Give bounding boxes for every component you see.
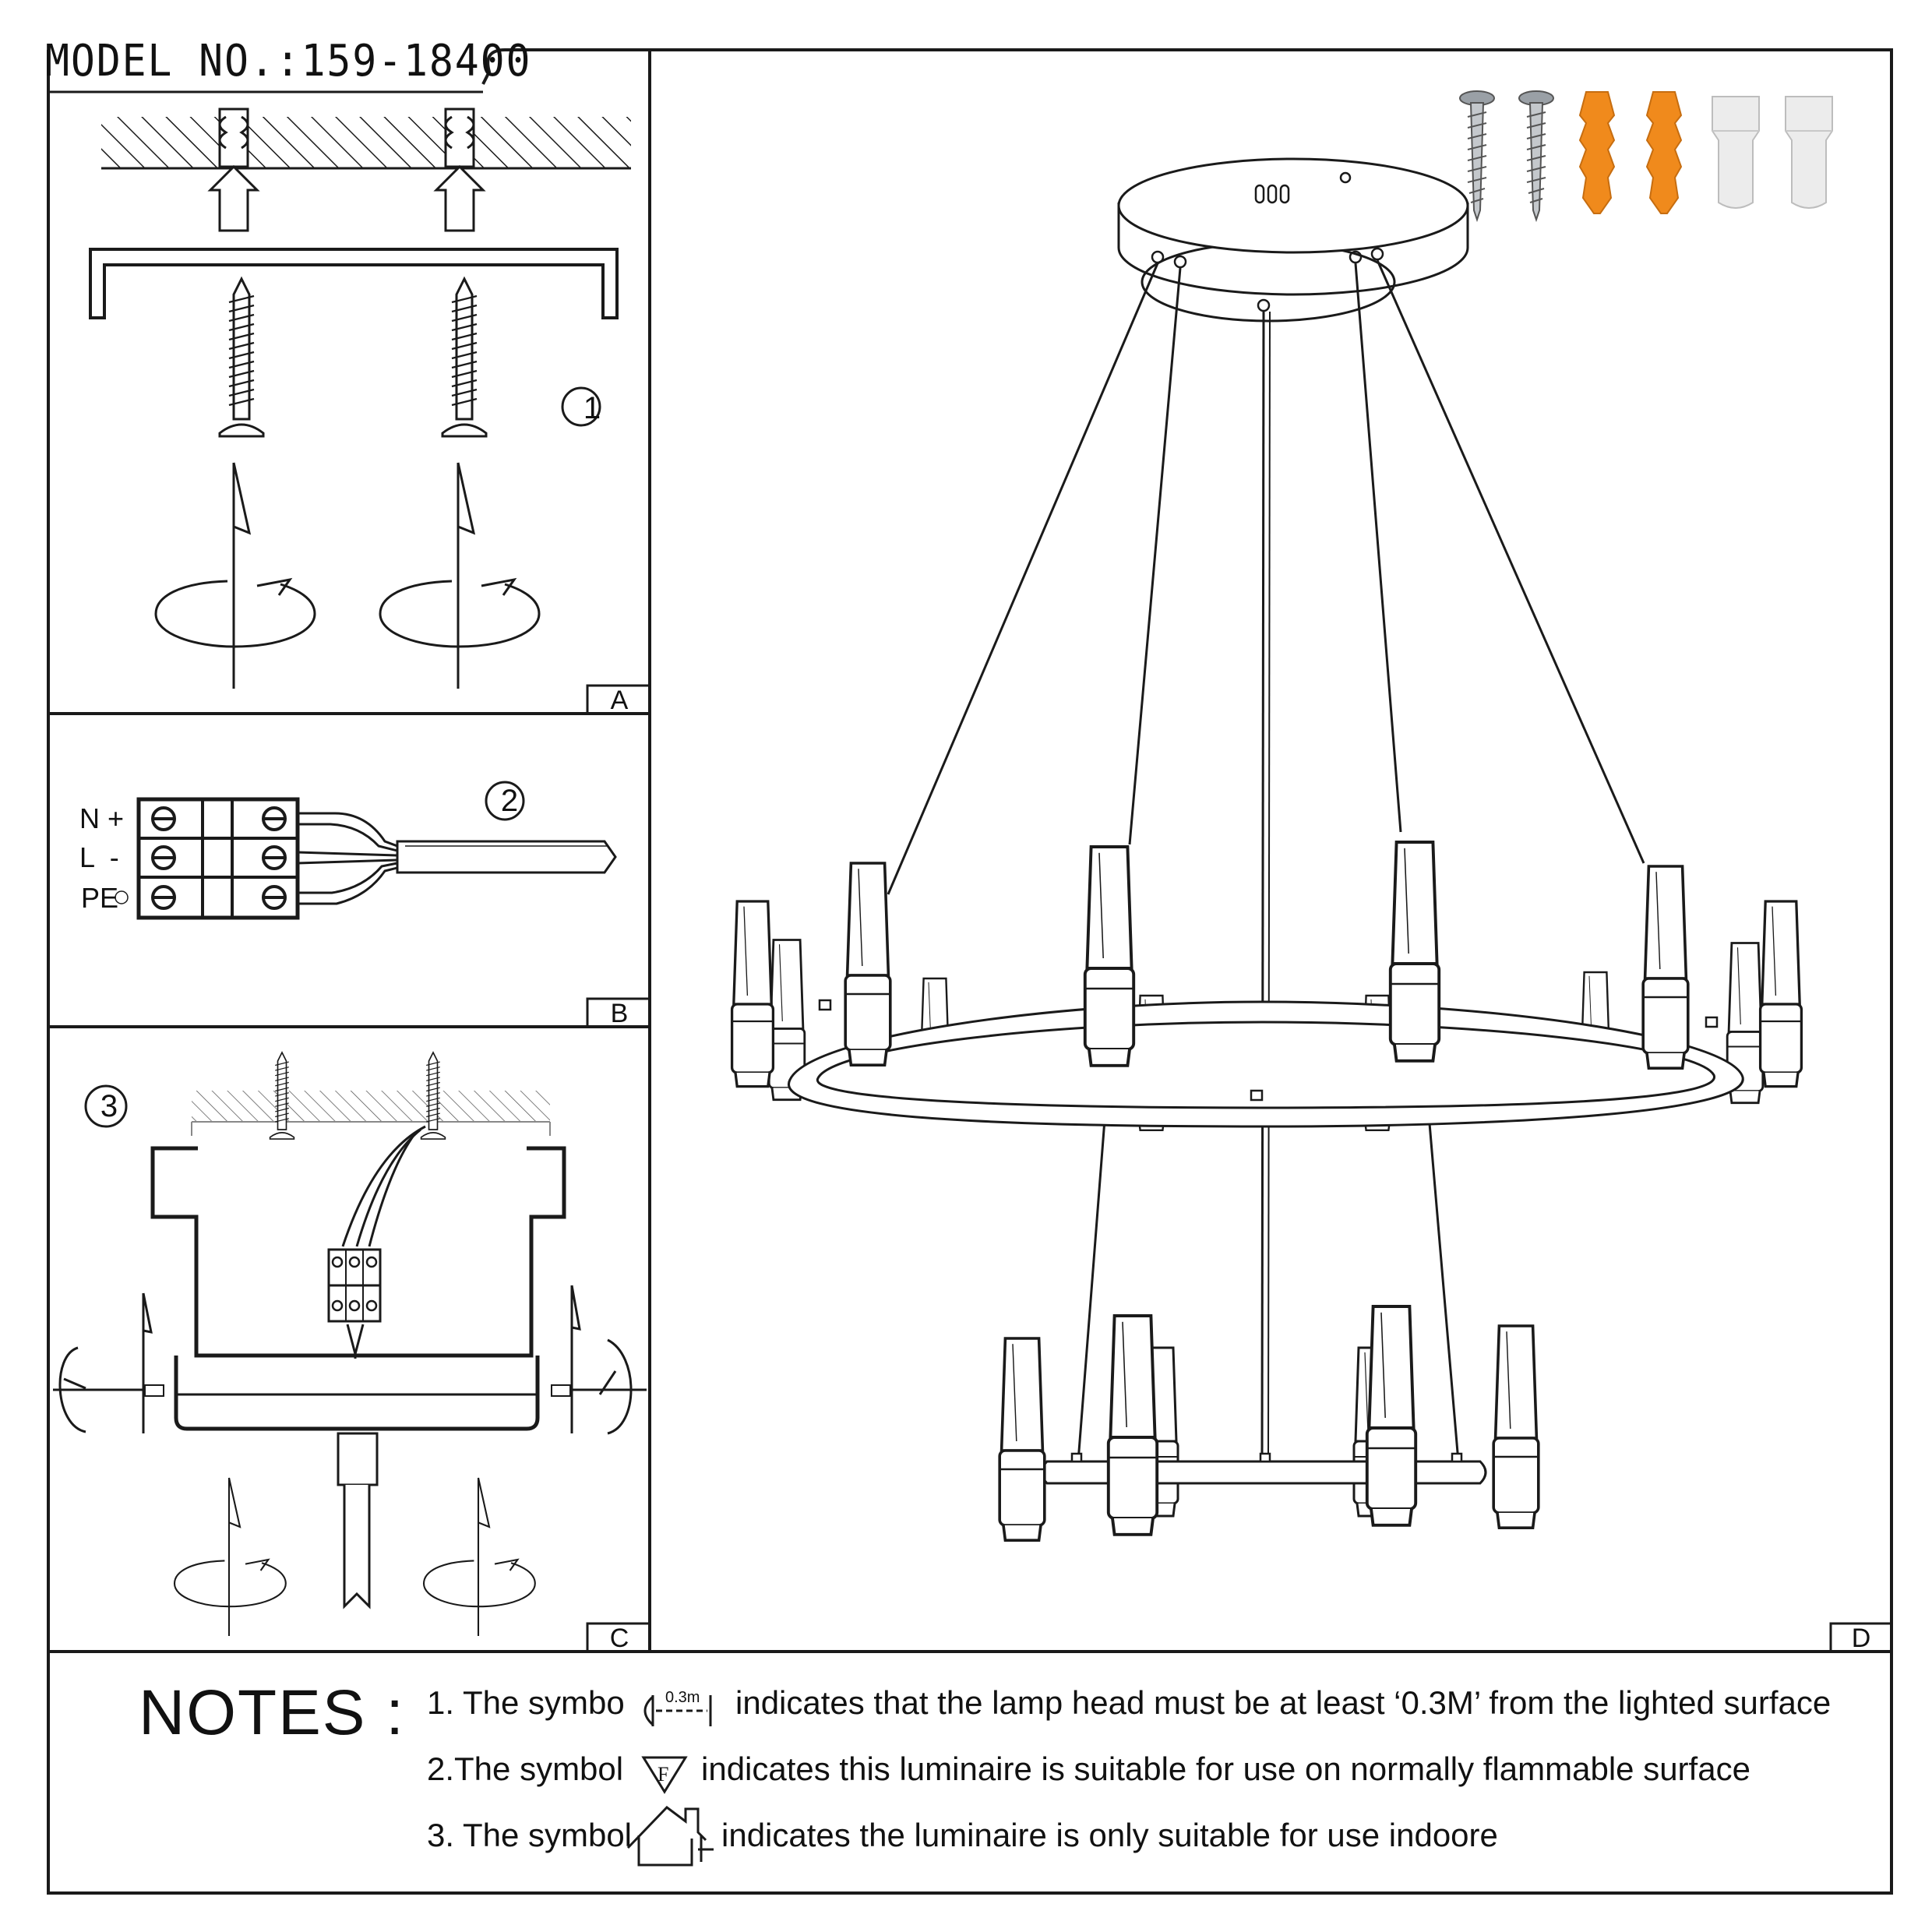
mounting-bracket [89, 248, 619, 319]
wall-anchor-icon [433, 108, 486, 232]
rotate-arrow-icon [422, 1476, 536, 1638]
note-1-text: indicates that the lamp head must be at … [735, 1684, 1832, 1721]
panel-d-tag: D [1851, 1624, 1871, 1653]
screw-icon [1459, 90, 1495, 223]
panel-b-tag: B [610, 999, 629, 1028]
note-3-text: indicates the luminaire is only suitable… [721, 1817, 1498, 1853]
distance-symbol-label: 0.3m [665, 1689, 700, 1706]
step-number-1: 1 [583, 391, 601, 425]
screw-icon [441, 277, 488, 438]
sheet-frame [47, 48, 1893, 1895]
accessory-pack [1459, 90, 1833, 223]
panel-c-tag: C [609, 1624, 629, 1653]
distance-symbol-icon [643, 1695, 712, 1726]
step-number-3: 3 [100, 1089, 118, 1123]
screw-icon [1518, 90, 1554, 223]
panel-a-diagram [89, 108, 631, 690]
note-2-prefix: 2.The symbol [427, 1750, 624, 1787]
terminal-label-earth: PE [81, 882, 119, 914]
note-2-text: indicates this luminaire is suitable for… [701, 1750, 1750, 1787]
note-3-prefix: 3. The symbol [427, 1817, 633, 1853]
terminal-label-live: L - [79, 841, 119, 873]
step-number-2: 2 [500, 784, 519, 818]
wire-connector-icon [1712, 96, 1760, 209]
panel-c-diagram [53, 1052, 647, 1638]
wall-anchor-icon [1578, 91, 1616, 214]
note-1-prefix: 1. The symbo [427, 1684, 625, 1721]
wall-anchor-icon [1645, 91, 1683, 214]
panel-b-terminal-diagram [115, 781, 617, 920]
flammable-symbol-label: F [658, 1763, 669, 1786]
screw-icon [218, 277, 265, 438]
terminal-label-neutral: N + [79, 802, 125, 834]
panel-tag-boxes [586, 684, 1891, 1652]
indoor-house-icon [626, 1806, 714, 1867]
panel-a-tag: A [610, 686, 629, 715]
wall-anchor-icon [207, 108, 260, 232]
rotate-arrow-icon [173, 1476, 287, 1638]
wire-connector-icon [1785, 96, 1833, 209]
panel-d-chandelier-drawing [730, 157, 1803, 1542]
rotate-arrow-icon [379, 461, 541, 690]
notes-title: NOTES : [139, 1677, 406, 1748]
model-number-label: MODEL NO.:159-18400 [45, 36, 532, 86]
rotate-arrow-icon [154, 461, 316, 690]
flammable-surface-icon [641, 1756, 688, 1794]
canopy-outline [150, 1146, 566, 1358]
